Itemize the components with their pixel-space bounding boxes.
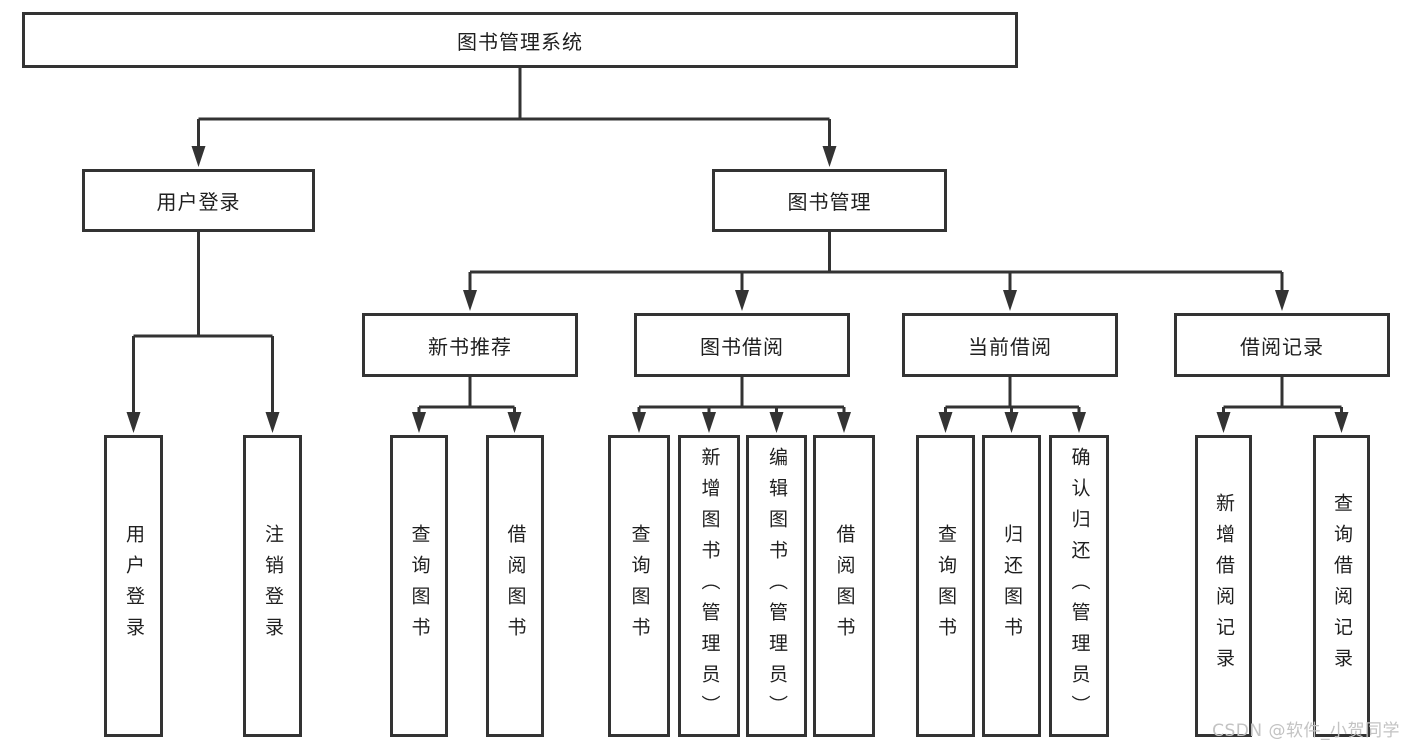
arrow-down-icon xyxy=(126,412,141,433)
node-label: 用户登录 xyxy=(123,524,145,648)
node-label: 借阅图书 xyxy=(504,524,527,648)
node-label: 用户登录 xyxy=(156,190,241,214)
arrow-down-icon xyxy=(1334,412,1349,433)
node-label: 查询借阅记录 xyxy=(1331,493,1353,679)
node-book-management: 图书管理 xyxy=(712,169,947,232)
node-label: 图书借阅 xyxy=(700,334,784,359)
node-label: 新书推荐 xyxy=(428,334,512,359)
arrow-down-icon xyxy=(265,412,280,433)
arrow-down-icon xyxy=(191,146,206,167)
node-label: 查询图书 xyxy=(935,524,957,648)
node-label: 借阅记录 xyxy=(1240,334,1324,359)
node-user-login: 用户登录 xyxy=(82,169,315,232)
leaf-query-books-current: 查询图书 xyxy=(916,435,975,737)
arrow-down-icon xyxy=(735,290,749,311)
arrow-down-icon xyxy=(702,412,716,433)
arrow-down-icon xyxy=(769,412,784,433)
leaf-add-book-admin: 新增图书（管理员） xyxy=(678,435,740,737)
leaf-user-login: 用户登录 xyxy=(104,435,163,737)
arrow-down-icon xyxy=(412,412,426,433)
arrow-down-icon xyxy=(1004,412,1019,433)
arrowhead-icons xyxy=(126,146,1349,433)
node-current-borrow: 当前借阅 xyxy=(902,313,1118,377)
node-label: 图书管理 xyxy=(787,190,872,214)
arrow-down-icon xyxy=(1072,412,1086,433)
arrow-down-icon xyxy=(1003,290,1017,311)
node-label: 新增借阅记录 xyxy=(1213,493,1235,679)
arrow-down-icon xyxy=(632,412,646,433)
leaf-query-books-recommend: 查询图书 xyxy=(390,435,448,737)
arrow-down-icon xyxy=(507,412,522,433)
leaf-add-borrow-record: 新增借阅记录 xyxy=(1195,435,1252,737)
arrow-down-icon xyxy=(463,290,477,311)
node-label: 查询图书 xyxy=(628,524,651,648)
node-label: 图书管理系统 xyxy=(457,29,583,54)
node-label: 查询图书 xyxy=(408,524,431,648)
leaf-query-books-borrow: 查询图书 xyxy=(608,435,670,737)
arrow-down-icon xyxy=(938,412,953,433)
leaf-logout: 注销登录 xyxy=(243,435,302,737)
leaf-query-borrow-record: 查询借阅记录 xyxy=(1313,435,1370,737)
node-book-borrow: 图书借阅 xyxy=(634,313,850,377)
node-label: 借阅图书 xyxy=(833,524,856,648)
arrow-down-icon xyxy=(1216,412,1231,433)
arrow-down-icon xyxy=(837,412,851,433)
node-label: 注销登录 xyxy=(262,524,284,648)
connector-paths xyxy=(132,68,1343,416)
node-borrow-records: 借阅记录 xyxy=(1174,313,1390,377)
watermark: CSDN @软件_小贺同学 xyxy=(1212,721,1400,741)
node-root: 图书管理系统 xyxy=(22,12,1018,68)
leaf-confirm-return-admin: 确认归还（管理员） xyxy=(1049,435,1109,737)
leaf-borrow-books-recommend: 借阅图书 xyxy=(486,435,544,737)
node-label: 确认归还（管理员） xyxy=(1068,446,1091,726)
node-new-book-recommend: 新书推荐 xyxy=(362,313,578,377)
leaf-borrow-books: 借阅图书 xyxy=(813,435,875,737)
node-label: 新增图书（管理员） xyxy=(698,446,721,726)
arrow-down-icon xyxy=(1275,290,1289,311)
node-label: 编辑图书（管理员） xyxy=(766,446,788,726)
arrow-down-icon xyxy=(822,146,837,167)
leaf-return-books: 归还图书 xyxy=(982,435,1041,737)
leaf-edit-book-admin: 编辑图书（管理员） xyxy=(746,435,807,737)
node-label: 归还图书 xyxy=(1001,524,1023,648)
node-label: 当前借阅 xyxy=(968,334,1052,359)
